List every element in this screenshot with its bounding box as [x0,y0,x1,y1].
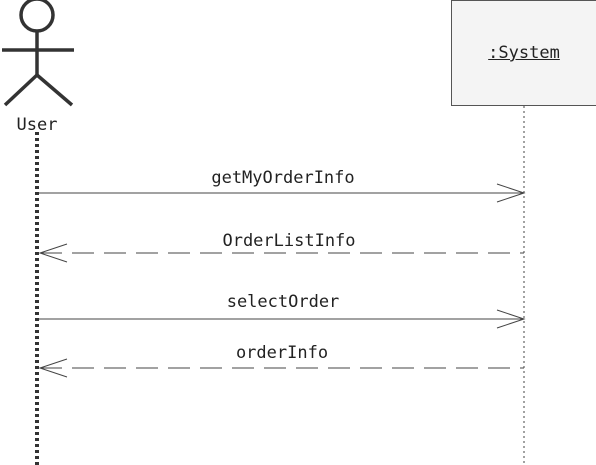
message-arrow [39,309,526,329]
system-object-box: :System [451,0,596,106]
message-arrow [39,183,526,203]
message-label: selectOrder [226,292,340,312]
system-object-name: :System [488,43,560,63]
message-label: OrderListInfo [222,231,356,251]
message-label: orderInfo [235,343,329,363]
actor-name: User [16,115,58,135]
message-label: getMyOrderInfo [211,168,355,188]
message-arrow [38,358,524,378]
actor-stick-figure-icon [2,0,74,107]
message-arrow [38,243,524,263]
